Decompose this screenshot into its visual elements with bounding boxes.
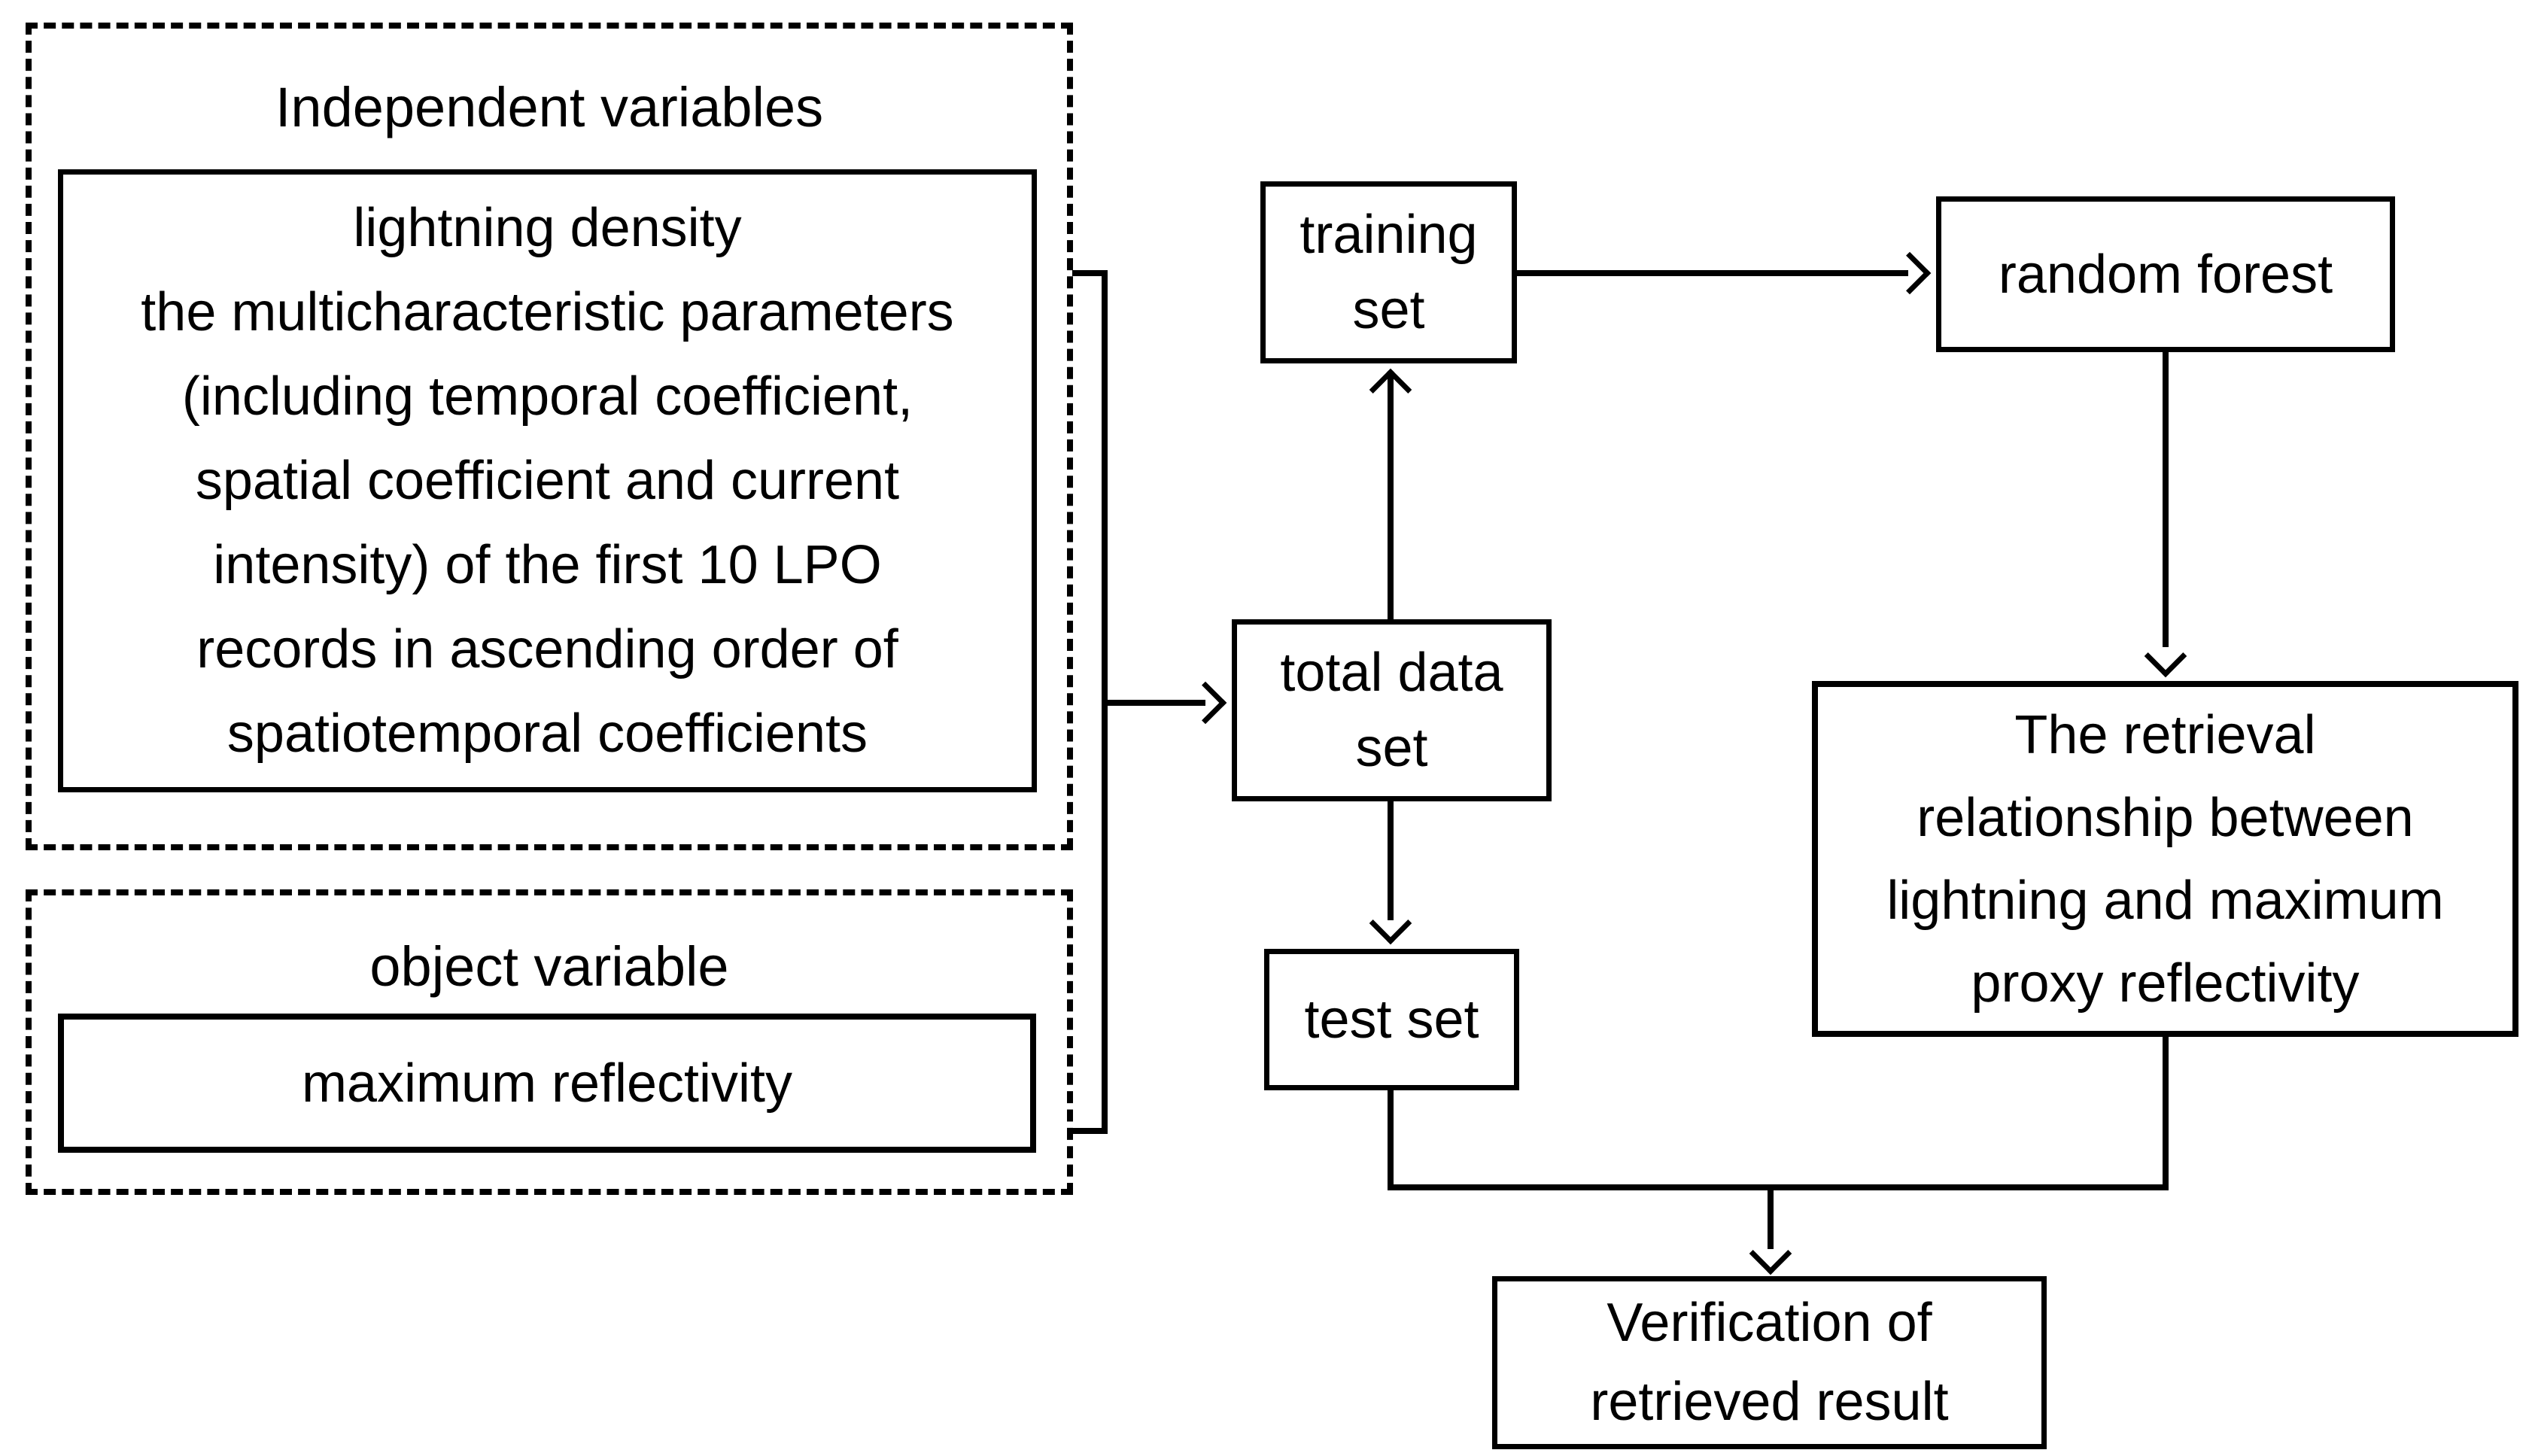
- test-set-label: test set: [1304, 989, 1479, 1050]
- connector-retrieval-to-junction: [2163, 1037, 2169, 1190]
- random-forest-box: random forest: [1936, 196, 2395, 352]
- independent-variables-group: [26, 23, 1073, 850]
- connector-test-to-junction: [1388, 1090, 1394, 1190]
- total-data-set-box: total data set: [1232, 619, 1552, 801]
- grouping-bracket: [1072, 270, 1108, 1134]
- variable-line: intensity) of the first 10 LPO: [213, 535, 882, 595]
- retrieval-line: proxy reflectivity: [1971, 953, 2360, 1014]
- training-set-label: training set: [1299, 205, 1478, 340]
- training-set-box: training set: [1260, 181, 1517, 363]
- independent-variables-title: Independent variables: [275, 76, 824, 138]
- arrow-total-to-test-shaft: [1388, 801, 1394, 920]
- variable-line: spatial coefficient and current: [195, 451, 900, 511]
- maximum-reflectivity-box: maximum reflectivity: [58, 1014, 1036, 1153]
- arrowhead-right-icon: [1888, 251, 1932, 295]
- object-variable-title: object variable: [369, 935, 729, 998]
- arrow-bracket-to-total-shaft: [1108, 700, 1205, 706]
- retrieval-line: relationship between: [1917, 787, 2414, 848]
- arrowhead-up-icon: [1369, 368, 1412, 412]
- variable-line: the multicharacteristic parameters: [141, 282, 954, 342]
- arrow-random-forest-to-retrieval-shaft: [2163, 352, 2169, 647]
- test-set-box: test set: [1264, 949, 1519, 1090]
- variable-line: spatiotemporal coefficients: [226, 704, 868, 764]
- variable-line: records in ascending order of: [196, 619, 898, 679]
- verification-line: retrieved result: [1590, 1372, 1949, 1432]
- retrieval-relationship-box: The retrieval relationship between light…: [1812, 681, 2518, 1037]
- arrow-junction-to-verification-shaft: [1768, 1190, 1774, 1249]
- variable-line: (including temporal coefficient,: [181, 366, 913, 427]
- arrowhead-down-icon: [1369, 901, 1412, 945]
- variable-line: lightning density: [353, 198, 742, 258]
- independent-variables-box: lightning density the multicharacteristi…: [58, 169, 1037, 792]
- junction-line: [1388, 1184, 2169, 1190]
- arrowhead-down-icon: [1749, 1232, 1792, 1275]
- arrow-training-to-random-forest-shaft: [1517, 270, 1908, 276]
- retrieval-line: lightning and maximum: [1886, 870, 2444, 931]
- random-forest-label: random forest: [1998, 244, 2333, 305]
- arrowhead-down-icon: [2144, 634, 2187, 678]
- verification-line: Verification of: [1606, 1293, 1932, 1353]
- verification-box: Verification of retrieved result: [1492, 1276, 2047, 1449]
- arrow-total-to-training-shaft: [1388, 372, 1394, 619]
- maximum-reflectivity-label: maximum reflectivity: [301, 1053, 793, 1114]
- retrieval-line: The retrieval: [2014, 704, 2316, 765]
- object-variable-group: [26, 889, 1073, 1195]
- arrowhead-right-icon: [1184, 681, 1227, 725]
- total-data-set-label: total data set: [1280, 643, 1503, 778]
